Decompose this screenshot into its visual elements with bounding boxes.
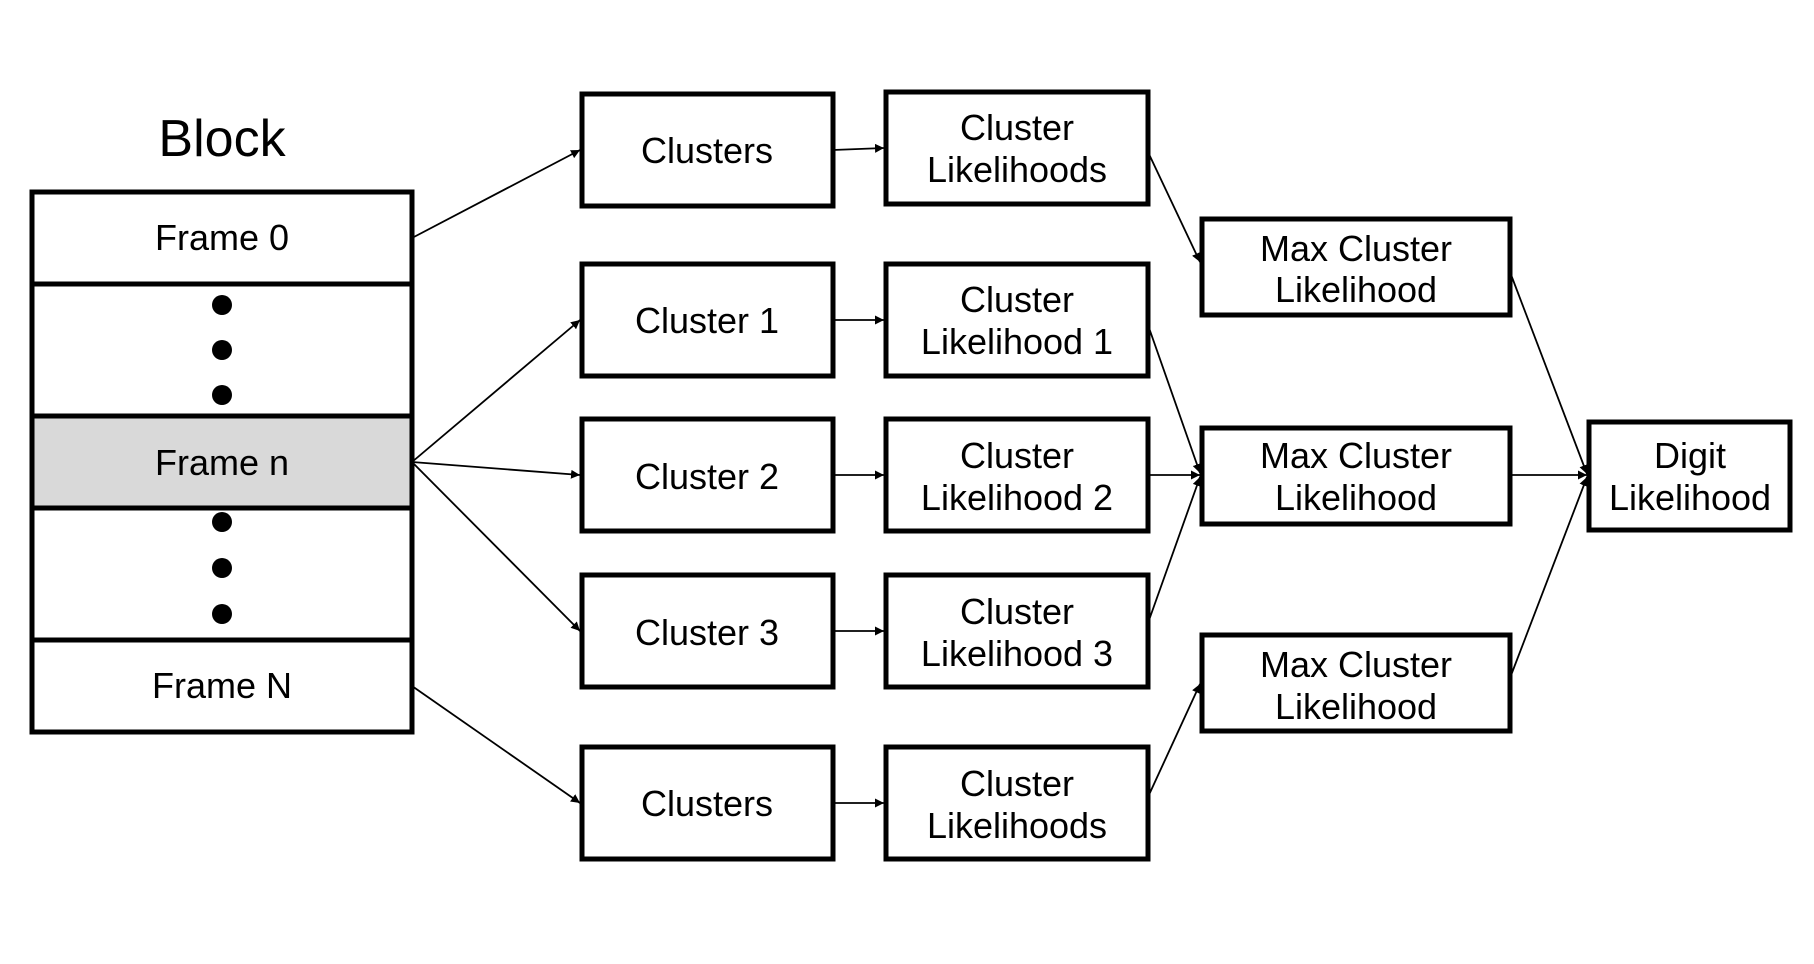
frame-N-label: Frame N (152, 665, 292, 706)
max-cluster-likelihood-middle-label: Max Cluster (1260, 435, 1452, 476)
arrow-likelihoods-bottom-to-max-bottom (1147, 683, 1201, 798)
max-cluster-likelihood-bottom-box (1199, 632, 1513, 734)
arrow-framen-to-cluster-2 (411, 461, 581, 479)
arrows-likelihoods-to-max (1147, 151, 1202, 798)
frame-0-cell (29, 189, 415, 287)
ellipsis-upper-icon (212, 295, 232, 405)
cluster-likelihood-1-label: Cluster (960, 279, 1074, 320)
cluster-likelihood-column: Cluster Likelihoods Cluster Likelihood 1… (883, 89, 1151, 862)
block-frame-stack: Frame 0 Frame n Frame N (29, 189, 415, 735)
cluster-likelihoods-bottom-box (883, 744, 1151, 862)
max-cluster-likelihood-middle-label-line2: Likelihood (1275, 477, 1437, 518)
cluster-2-box (579, 416, 836, 534)
cluster-likelihood-3-label: Cluster (960, 591, 1074, 632)
cluster-likelihoods-top-label-line2: Likelihoods (927, 149, 1107, 190)
cluster-likelihood-2-box (883, 416, 1151, 534)
max-cluster-likelihood-bottom-label-line2: Likelihood (1275, 686, 1437, 727)
cluster-likelihood-3-label-line2: Likelihood 3 (921, 633, 1113, 674)
arrow-max-top-to-digit (1509, 271, 1588, 475)
arrow-clusters-top-to-likelihoods (832, 143, 885, 153)
digit-likelihood-label-line2: Likelihood (1609, 477, 1771, 518)
arrow-max-bottom-to-digit (1509, 476, 1588, 679)
arrow-frame0-to-clusters-top (411, 149, 581, 239)
cluster-likelihoods-bottom-label: Cluster (960, 763, 1074, 804)
clusters-bottom-box (579, 744, 836, 862)
arrows-max-to-digit (1509, 271, 1588, 679)
arrow-framen-to-cluster-1 (411, 319, 581, 463)
max-cluster-likelihood-top-label-line2: Likelihood (1275, 269, 1437, 310)
max-cluster-likelihood-top-label: Max Cluster (1260, 228, 1452, 269)
frame-0-label: Frame 0 (155, 217, 289, 258)
arrow-frameN-to-clusters-bottom (411, 685, 581, 804)
digit-likelihood-box (1586, 419, 1793, 533)
cluster-3-box (579, 572, 836, 690)
digit-likelihood-label: Digit (1654, 435, 1726, 476)
arrow-likelihood-1-to-max-middle (1147, 324, 1202, 474)
cluster-1-box (579, 261, 836, 379)
max-cluster-likelihood-bottom-label: Max Cluster (1260, 644, 1452, 685)
cluster-likelihood-1-label-line2: Likelihood 1 (921, 321, 1113, 362)
arrows-frames-to-clusters (411, 149, 581, 804)
cluster-3-label: Cluster 3 (635, 612, 779, 653)
max-cluster-likelihood-middle-box (1199, 425, 1513, 527)
arrow-likelihoods-top-to-max-top (1147, 151, 1201, 263)
max-cluster-likelihood-column: Max Cluster Likelihood Max Cluster Likel… (1199, 216, 1513, 734)
cluster-column: Clusters Cluster 1 Cluster 2 Cluster 3 C… (579, 91, 836, 862)
cluster-likelihoods-top-label: Cluster (960, 107, 1074, 148)
arrows-clusters-to-likelihoods (832, 143, 885, 808)
clusters-top-box (579, 91, 836, 209)
clusters-top-label: Clusters (641, 130, 773, 171)
digit-likelihood-node: Digit Likelihood (1586, 419, 1793, 533)
arrow-framen-to-cluster-3 (411, 461, 581, 632)
block-title: Block (158, 110, 286, 168)
cluster-likelihood-3-box (883, 572, 1151, 690)
cluster-likelihood-2-label: Cluster (960, 435, 1074, 476)
cluster-likelihoods-top-box (883, 89, 1151, 207)
clusters-bottom-label: Clusters (641, 783, 773, 824)
frame-n-label: Frame n (155, 442, 289, 483)
arrow-likelihood-3-to-max-middle (1147, 476, 1202, 624)
cluster-likelihoods-bottom-label-line2: Likelihoods (927, 805, 1107, 846)
frame-N-cell (29, 637, 415, 735)
max-cluster-likelihood-top-box (1199, 216, 1513, 318)
cluster-1-label: Cluster 1 (635, 300, 779, 341)
ellipsis-lower-icon (212, 512, 232, 624)
cluster-2-label: Cluster 2 (635, 456, 779, 497)
cluster-likelihood-1-box (883, 261, 1151, 379)
cluster-likelihood-2-label-line2: Likelihood 2 (921, 477, 1113, 518)
